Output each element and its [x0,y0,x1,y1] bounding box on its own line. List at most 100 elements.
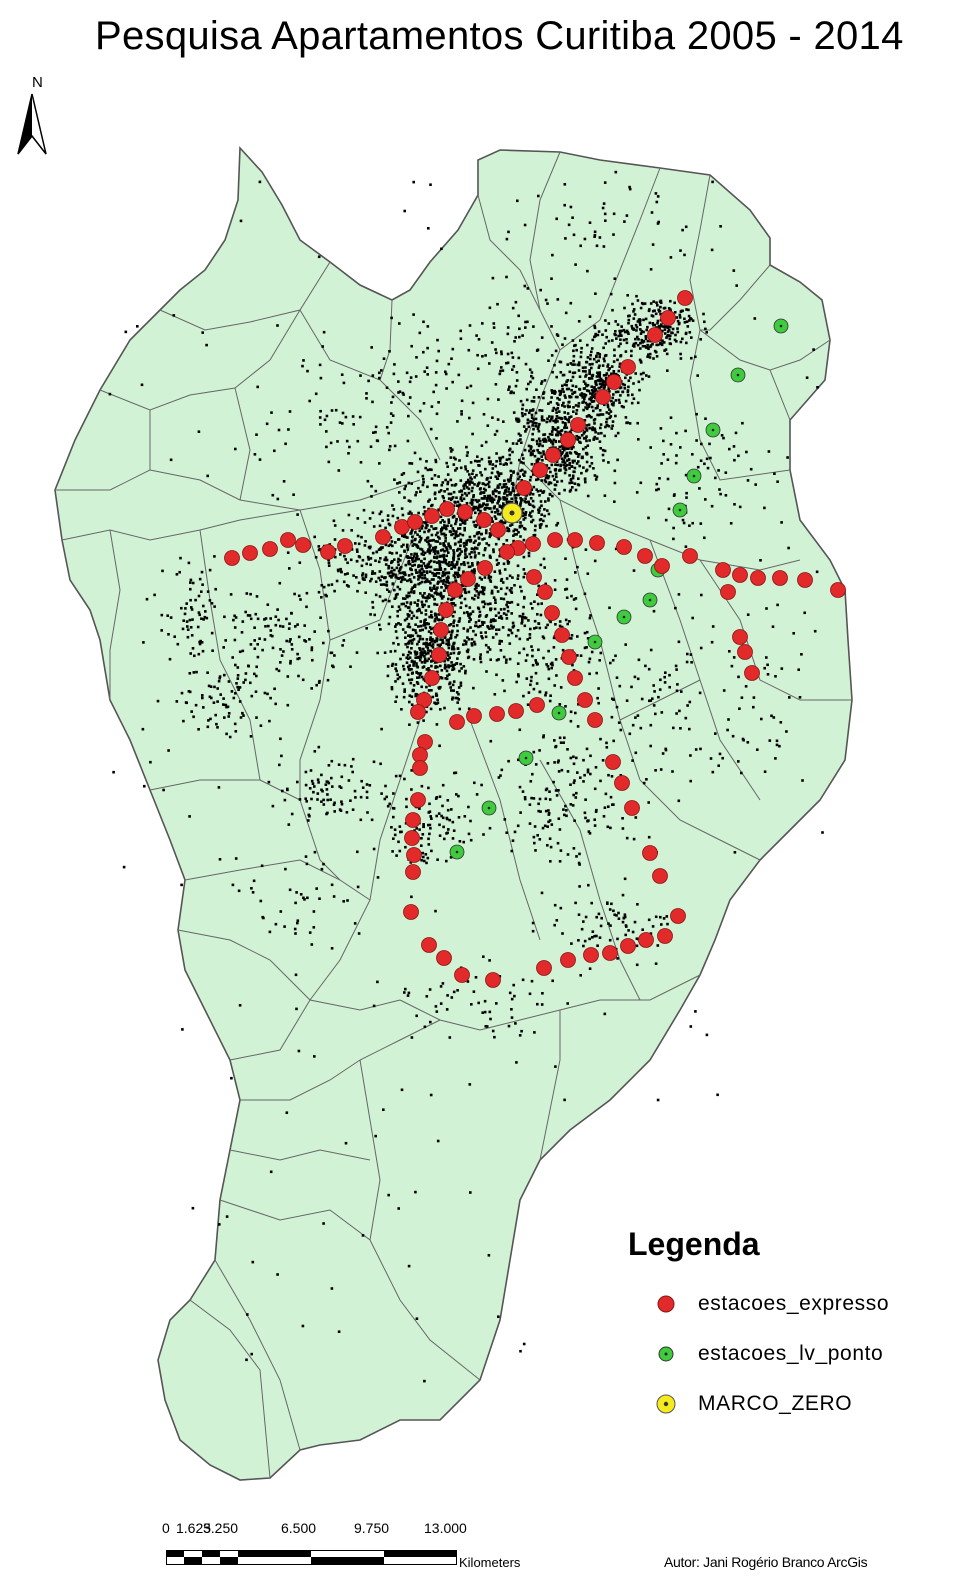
apartment-point [422,823,425,826]
apartment-point [249,735,253,738]
apartment-point [419,655,423,659]
apartment-point [603,181,607,184]
apartment-point [489,575,493,579]
apartment-point [606,825,610,829]
apartment-point [649,345,652,349]
apartment-point [631,393,634,397]
apartment-point [480,635,483,638]
apartment-point [409,639,412,643]
apartment-point [422,624,425,627]
apartment-point [458,532,462,536]
apartment-point [604,342,607,345]
apartment-point [519,434,522,437]
apartment-point [294,625,297,628]
apartment-point [518,327,521,331]
apartment-point [486,397,490,401]
apartment-point [524,362,528,366]
apartment-point [384,784,387,788]
express-station [744,665,760,681]
apartment-point [558,860,562,863]
apartment-point [609,924,612,927]
apartment-point [447,497,451,500]
apartment-point [427,823,430,827]
express-station [614,775,630,791]
apartment-point [308,807,312,810]
apartment-point [398,675,402,679]
apartment-point [192,715,195,719]
apartment-point [408,594,411,598]
apartment-point [425,641,428,645]
apartment-point [506,326,510,329]
apartment-point [464,642,468,646]
apartment-point [327,561,331,565]
apartment-point [597,374,600,378]
apartment-point [612,372,616,376]
apartment-point [638,388,641,392]
apartment-point [563,424,567,428]
apartment-point [452,990,456,994]
apartment-point [655,200,659,204]
apartment-point [470,489,474,493]
scale-unit: Kilometers [459,1555,521,1570]
apartment-point [417,578,420,581]
apartment-point [449,636,453,640]
apartment-point [552,406,556,410]
apartment-point [391,850,394,853]
apartment-point [517,492,520,496]
apartment-point [337,569,340,573]
apartment-point [721,756,724,760]
apartment-point [333,538,337,541]
apartment-point [451,602,454,606]
apartment-point [363,521,367,524]
apartment-point [586,572,590,575]
apartment-point [438,490,441,494]
apartment-point [544,693,547,697]
apartment-point [415,491,418,494]
apartment-point [507,487,510,490]
apartment-point [459,606,463,609]
apartment-point [268,930,272,934]
apartment-point [562,808,565,811]
apartment-point [250,1352,253,1356]
apartment-point [436,670,439,674]
apartment-point [218,675,222,678]
apartment-point [617,369,621,373]
apartment-point [536,613,539,616]
apartment-point [468,606,472,609]
apartment-point [592,357,596,361]
apartment-point [264,617,268,620]
apartment-point [414,623,417,626]
apartment-point [313,850,317,854]
apartment-point [553,739,556,742]
apartment-point [425,565,429,568]
apartment-point [746,479,750,482]
apartment-point [411,586,414,589]
apartment-point [646,325,649,329]
apartment-point [340,570,343,574]
apartment-point [313,750,317,753]
apartment-point [422,642,425,646]
apartment-point [413,563,416,567]
apartment-point [582,780,585,783]
apartment-point [359,461,363,464]
apartment-point [649,302,653,305]
apartment-point [563,416,567,419]
apartment-point [218,858,222,861]
apartment-point [537,437,541,441]
apartment-point [476,367,480,371]
apartment-point [587,830,591,833]
apartment-point [476,484,479,488]
apartment-point [413,538,417,542]
apartment-point [631,327,634,330]
apartment-point [320,867,324,871]
apartment-point [379,583,383,586]
apartment-point [612,403,615,407]
apartment-point [429,183,432,186]
apartment-point [582,408,585,412]
apartment-point [391,662,395,666]
apartment-point [430,594,433,597]
apartment-point [519,399,523,403]
apartment-point [354,796,357,799]
apartment-point [627,318,631,322]
apartment-point [236,685,239,689]
